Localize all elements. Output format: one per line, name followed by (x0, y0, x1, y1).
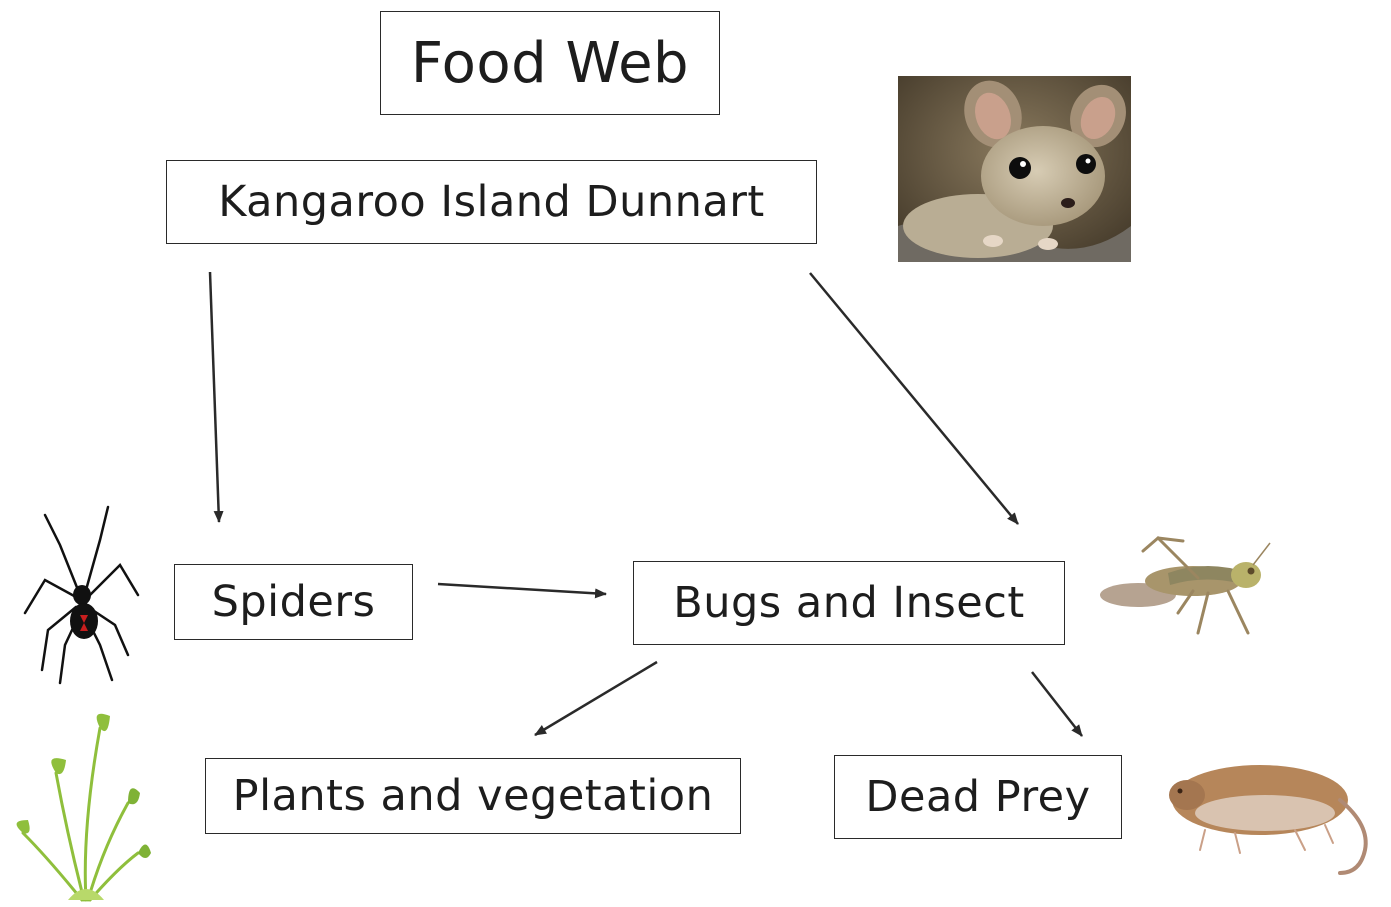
dead-mouse-photo (1165, 755, 1385, 880)
spider-illustration (20, 505, 145, 685)
node-dead-prey: Dead Prey (834, 755, 1122, 839)
grasshopper-photo (1098, 533, 1273, 643)
arrow-bugs-to-dead-prey (1032, 672, 1082, 736)
node-spiders: Spiders (174, 564, 413, 640)
arrow-spiders-to-bugs (438, 584, 606, 594)
diagram-title: Food Web (380, 11, 720, 115)
dunnart-photo (898, 76, 1131, 262)
node-plants-and-vegetation: Plants and vegetation (205, 758, 741, 834)
plant-illustration (8, 708, 153, 903)
arrow-bugs-to-plants (535, 662, 657, 735)
arrow-dunnart-to-spiders (210, 272, 219, 522)
node-bugs-and-insect: Bugs and Insect (633, 561, 1065, 645)
arrow-dunnart-to-bugs (810, 273, 1018, 524)
node-kangaroo-island-dunnart: Kangaroo Island Dunnart (166, 160, 817, 244)
